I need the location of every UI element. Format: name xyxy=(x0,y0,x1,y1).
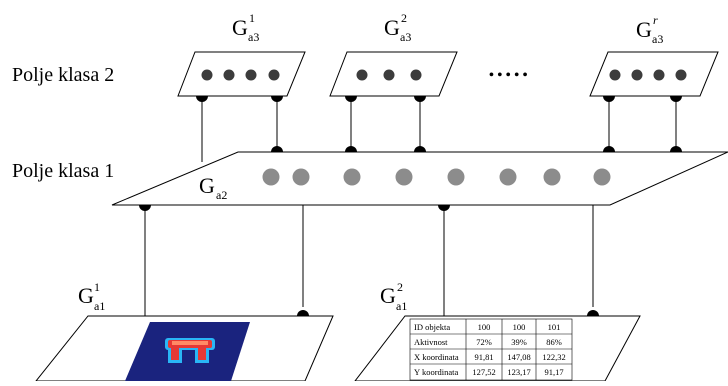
table-cell: 86% xyxy=(546,337,562,347)
node xyxy=(383,69,395,81)
node xyxy=(499,168,517,186)
class2-label: Polje klasa 2 xyxy=(12,64,114,86)
class2-field-1 xyxy=(177,51,306,97)
class1-field-title: G a2 xyxy=(199,173,227,202)
class2-field-2-nodes xyxy=(356,69,422,81)
base-field-2-title: G 2 a1 xyxy=(380,280,407,313)
node xyxy=(292,168,310,186)
table-cell: 123,17 xyxy=(507,367,530,377)
base-top-anchors xyxy=(297,310,599,316)
svg-text:a3: a3 xyxy=(652,32,663,46)
table-cell: 127,52 xyxy=(472,367,495,377)
base-field-1-title: G 1 a1 xyxy=(78,280,105,313)
class2-field-1-title: G 1 a3 xyxy=(232,11,259,44)
svg-text:G: G xyxy=(78,283,94,308)
table-cell: Y koordinata xyxy=(414,367,459,377)
svg-text:G: G xyxy=(384,15,400,40)
class1-label: Polje klasa 1 xyxy=(12,160,114,182)
table-cell: 72% xyxy=(476,337,492,347)
heatmap-image xyxy=(125,322,250,381)
node xyxy=(223,69,235,81)
node xyxy=(593,168,611,186)
svg-text:a3: a3 xyxy=(400,30,411,44)
table-cell: 39% xyxy=(511,337,527,347)
table-cell: 101 xyxy=(548,322,561,332)
table-cell: 100 xyxy=(513,322,526,332)
svg-text:1: 1 xyxy=(94,280,100,294)
class2-to-class1-connectors xyxy=(201,98,677,162)
table-cell: ID objekta xyxy=(414,322,450,332)
table-cell: 91,81 xyxy=(474,352,493,362)
class2-field-2-title: G 2 a3 xyxy=(384,11,411,44)
svg-text:G: G xyxy=(380,283,396,308)
node xyxy=(245,69,257,81)
table-cell: 147,08 xyxy=(507,352,530,362)
node xyxy=(356,69,368,81)
class1-field xyxy=(111,151,728,206)
node xyxy=(343,168,361,186)
table-cell: Aktivnost xyxy=(414,337,448,347)
svg-text:G: G xyxy=(232,15,248,40)
node xyxy=(675,69,687,81)
node xyxy=(410,69,422,81)
svg-text:a1: a1 xyxy=(94,299,105,313)
svg-text:a2: a2 xyxy=(216,188,227,202)
node xyxy=(609,69,621,81)
table-cell: 100 xyxy=(478,322,491,332)
class2-field-r-nodes xyxy=(609,69,687,81)
class2-field-1-nodes xyxy=(201,69,280,81)
node xyxy=(201,69,213,81)
class2-anchors xyxy=(196,96,682,102)
node xyxy=(262,168,280,186)
svg-text:2: 2 xyxy=(397,280,403,294)
node xyxy=(395,168,413,186)
class1-to-base-connectors xyxy=(144,205,594,316)
svg-text:r: r xyxy=(653,13,658,27)
table-cell: 91,17 xyxy=(544,367,563,377)
class1-bottom-anchors xyxy=(139,205,450,211)
class2-field-r-title: G r a3 xyxy=(636,13,663,46)
node xyxy=(543,168,561,186)
svg-text:G: G xyxy=(199,173,215,198)
table-cell: 122,32 xyxy=(542,352,565,362)
node xyxy=(447,168,465,186)
node xyxy=(268,69,280,81)
ellipsis: • • • • • xyxy=(489,68,528,83)
svg-text:G: G xyxy=(636,17,652,42)
svg-text:a1: a1 xyxy=(396,299,407,313)
class1-field-nodes xyxy=(262,168,611,186)
class1-top-anchors xyxy=(271,146,682,152)
svg-text:a3: a3 xyxy=(248,30,259,44)
node xyxy=(631,69,643,81)
data-table: ID objekta 100 100 101 Aktivnost 72% 39%… xyxy=(409,318,573,381)
svg-text:2: 2 xyxy=(401,11,407,25)
node xyxy=(653,69,665,81)
svg-text:1: 1 xyxy=(249,11,255,25)
table-cell: X koordinata xyxy=(414,352,459,362)
